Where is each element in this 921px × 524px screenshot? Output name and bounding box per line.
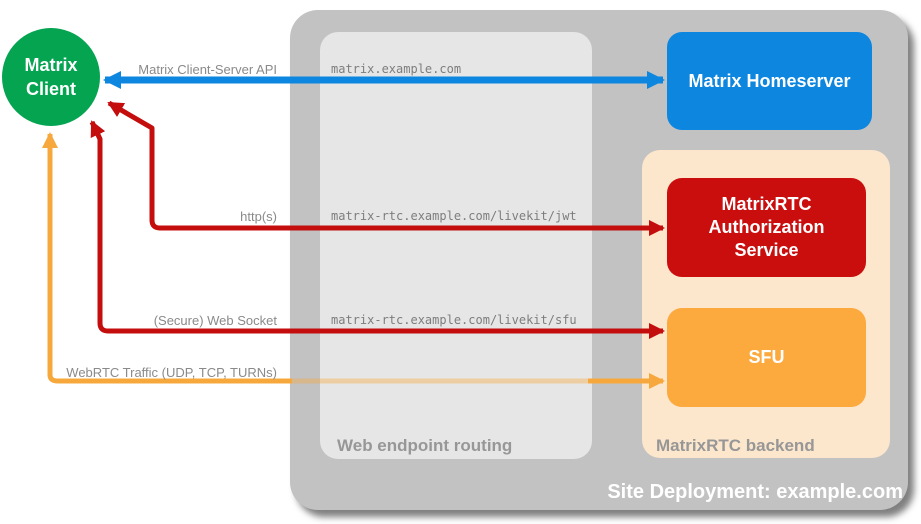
sfu-node: SFU [667, 308, 866, 407]
matrixrtc-authorization-service-node: MatrixRTC Authorization Service [667, 178, 866, 277]
matrix-homeserver-label: Matrix Homeserver [688, 70, 851, 91]
route-url-livekit-sfu: matrix-rtc.example.com/livekit/sfu [331, 313, 577, 327]
matrix-client-label-line1: Matrix [24, 55, 78, 75]
client-server-api-arrow-label: Matrix Client-Server API [138, 62, 277, 77]
web-socket-arrow-label: (Secure) Web Socket [153, 313, 277, 328]
webrtc-traffic-arrow-label: WebRTC Traffic (UDP, TCP, TURNs) [66, 365, 277, 380]
web-endpoint-routing-label: Web endpoint routing [337, 436, 513, 455]
route-url-livekit-jwt: matrix-rtc.example.com/livekit/jwt [331, 209, 577, 223]
matrix-client-node: Matrix Client [2, 28, 100, 126]
matrix-client-label-line2: Client [25, 79, 76, 99]
sfu-label: SFU [748, 347, 785, 367]
client-sfu-webrtc-arrow-left [42, 132, 292, 384]
matrix-homeserver-node: Matrix Homeserver [667, 32, 872, 130]
matrixrtc-authorization-service-label: MatrixRTC Authorization Service [708, 194, 825, 260]
matrixrtc-backend-label: MatrixRTC backend [656, 436, 815, 455]
route-url-homeserver: matrix.example.com [331, 62, 462, 76]
web-endpoint-routing-box [320, 32, 592, 459]
site-deployment-label: Site Deployment: example.com [607, 481, 903, 503]
https-arrow-label: http(s) [240, 209, 277, 224]
